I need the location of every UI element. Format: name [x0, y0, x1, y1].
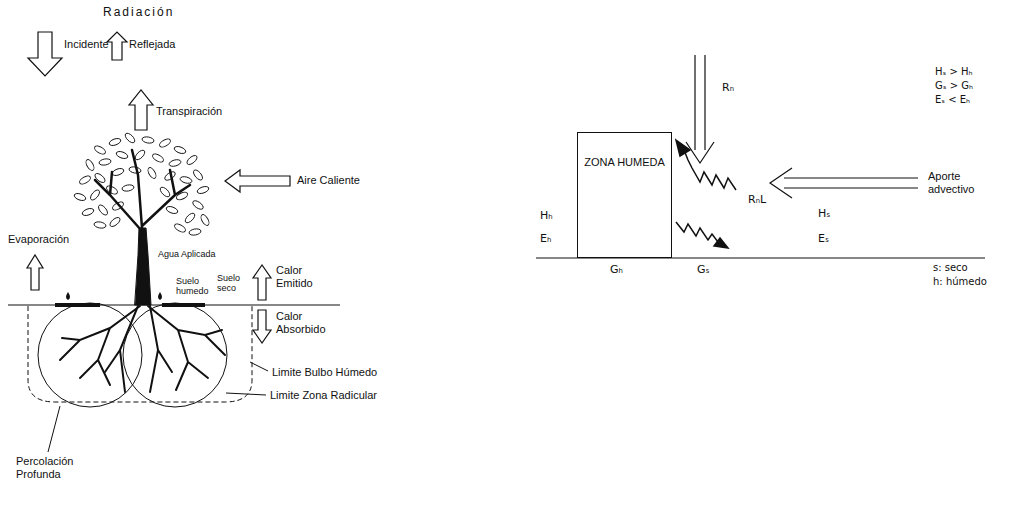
flux-symbol: Gₛ: [697, 264, 710, 277]
flux-symbol: Gₕ: [610, 264, 623, 277]
arrow-label: Calor Emitido: [276, 264, 324, 289]
tree-canopy: [73, 132, 210, 236]
leader-line: [250, 362, 268, 371]
root-zone-limit: [38, 303, 142, 407]
flux-symbol: Eₛ: [818, 233, 829, 246]
tree-trunk: [95, 150, 190, 305]
flux-symbol: RₙL: [748, 194, 766, 207]
arrow-label: Incidente: [64, 38, 109, 51]
zone-box: ZONA HUMEDA: [577, 132, 672, 258]
title-label: Radiación: [103, 6, 174, 20]
arrow-label: Transpiración: [156, 105, 222, 118]
wet-bulb-limit: [28, 306, 252, 402]
net-radiation-arrow: [686, 55, 714, 163]
incident-arrow: [28, 32, 62, 76]
advection-arrow: [770, 168, 918, 198]
note-label: Agua Aplicada: [158, 249, 216, 259]
flux-symbol: Eₕ: [540, 233, 551, 246]
limit-label: Limite Zona Radicular: [270, 389, 377, 402]
relation-note: Eₛ < Eₕ: [935, 94, 970, 106]
transpiration-arrow: [129, 90, 153, 130]
longwave-arrow: [676, 140, 736, 248]
water-drop: [158, 292, 162, 300]
root-zone-limit: [123, 303, 227, 407]
ground-line: [8, 304, 340, 305]
leader-line: [48, 406, 60, 452]
roots: [60, 306, 225, 392]
key-note: s: seco: [933, 262, 968, 274]
zone-label: ZONA HUMEDA: [578, 155, 671, 169]
relation-note: Hₛ > Hₕ: [935, 66, 973, 78]
arrow-label: Evaporación: [8, 233, 69, 246]
hot-air-arrow: [225, 170, 290, 192]
key-note: h: húmedo: [933, 276, 987, 288]
arrow-label: Calor Absorbido: [276, 310, 332, 335]
arrow-label: Aire Caliente: [297, 174, 360, 187]
flux-symbol: Hₛ: [818, 208, 830, 221]
soil-label: Suelo humedo: [176, 276, 214, 297]
absorbed-heat-arrow: [253, 310, 271, 343]
relation-note: Gₛ > Gₕ: [935, 80, 973, 92]
flow-label: Percolación Profunda: [16, 455, 86, 480]
soil-label: Suelo seco: [217, 273, 247, 294]
flux-symbol: Hₕ: [540, 210, 553, 223]
limit-label: Limite Bulbo Húmedo: [272, 366, 377, 379]
evaporation-arrow: [27, 255, 43, 290]
arrow-label: Aporte advectivo: [928, 170, 992, 195]
leader-line: [226, 393, 266, 395]
water-drop: [66, 292, 70, 300]
reflected-arrow: [107, 32, 127, 60]
emitted-heat-arrow: [253, 265, 271, 300]
arrow-label: Reflejada: [129, 38, 175, 51]
flux-symbol: Rₙ: [722, 82, 734, 95]
